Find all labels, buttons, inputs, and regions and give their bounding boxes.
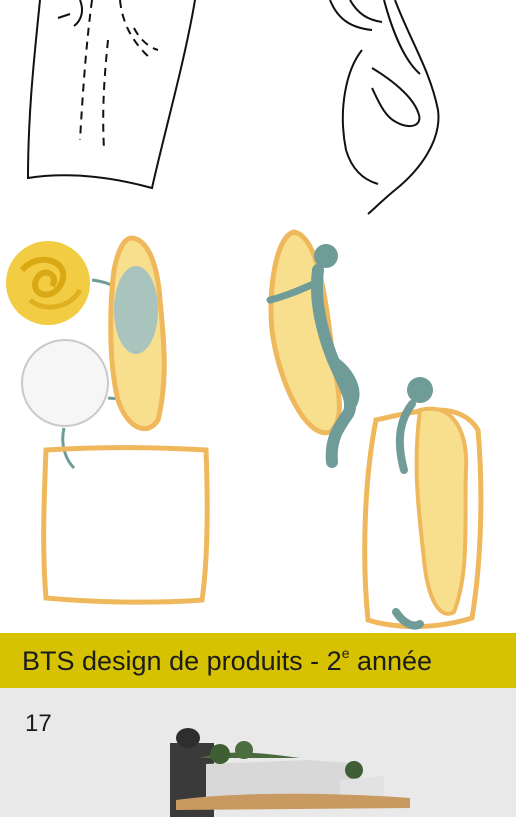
shrub-2 [235, 741, 253, 759]
shrub-3 [345, 761, 363, 779]
figure-hugging-bag [270, 232, 355, 462]
banner-title: BTS design de produits - 2e année [0, 645, 432, 677]
shrub-1 [210, 744, 230, 764]
sketch-illustration-area [0, 0, 516, 633]
course-banner: BTS design de produits - 2e année [0, 633, 516, 688]
figure-wrapped-in-blanket [365, 377, 481, 627]
line-sketch-bag [28, 0, 195, 188]
bench-planter-render [0, 688, 516, 817]
page-number: 17 [25, 710, 52, 738]
banner-text-end: année [349, 646, 432, 676]
sleeping-bag-sketches [0, 0, 516, 633]
line-sketch-figure [330, 0, 438, 214]
square-blanket [44, 448, 208, 602]
bag-with-lining [111, 238, 165, 429]
fabric-sample-yellow [6, 241, 90, 325]
banner-text-main: BTS design de produits - 2 [22, 646, 342, 676]
fabric-sample-white [22, 340, 108, 426]
next-page-section: 17 [0, 688, 516, 817]
person-head [176, 728, 200, 748]
